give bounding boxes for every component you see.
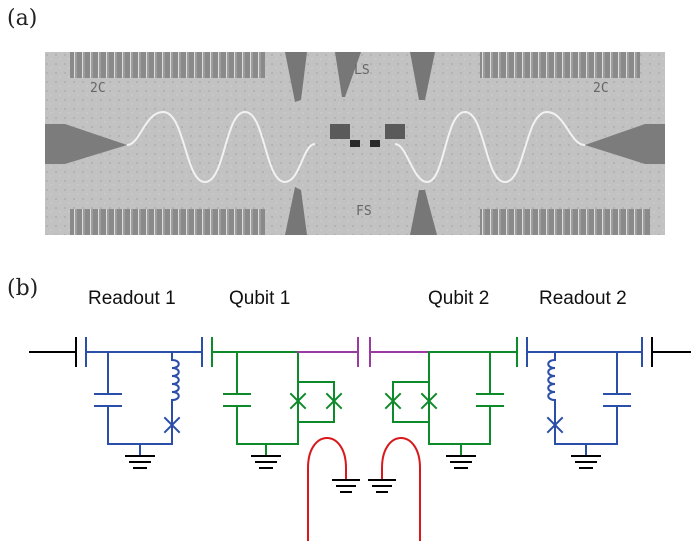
readout-2-resonator: [526, 337, 643, 455]
top-center-mark: LS: [354, 63, 370, 78]
qubit-coupler: [297, 337, 430, 367]
flux-line-2: [381, 437, 421, 541]
qubit-2-pad: [385, 124, 405, 139]
ground-symbol: [571, 455, 601, 469]
qubit-2-label: Qubit 2: [428, 288, 490, 309]
corner-mark-top-right: 2C: [593, 81, 609, 96]
qubit-1-label: Qubit 1: [229, 288, 291, 309]
output-capacitor-right: [651, 337, 691, 367]
flux-line-1: [307, 437, 347, 541]
qubit-1-circuit: [211, 351, 343, 455]
ground-symbol: [125, 455, 155, 469]
ground-symbol: [446, 455, 476, 469]
pad-array-top-right: [480, 52, 640, 78]
readout-1-label: Readout 1: [88, 288, 176, 309]
corner-mark-top-left: 2C: [90, 81, 106, 96]
right-feed-taper: [585, 124, 665, 164]
left-feed-taper: [45, 124, 127, 164]
pad-array-top-left: [70, 52, 265, 78]
readout-1-resonator: [85, 337, 203, 455]
ground-symbol: [251, 455, 281, 469]
qubit-1-pad: [330, 124, 350, 139]
ground-symbol: [368, 479, 396, 493]
readout-2-label: Readout 2: [539, 288, 627, 309]
device-micrograph: 2C 2C LS FS: [45, 52, 665, 235]
bottom-center-mark: FS: [356, 204, 372, 219]
pad-array-bottom-right: [480, 209, 650, 235]
panel-b-label: (b): [7, 276, 39, 301]
panel-a-label: (a): [7, 6, 38, 31]
input-capacitor-left: [29, 337, 77, 367]
pad-array-bottom-left: [70, 209, 265, 235]
resonator-2-meander: [394, 110, 586, 184]
qubit-2-circuit: [384, 337, 518, 455]
ground-symbol: [332, 479, 360, 493]
resonator-1-meander: [126, 110, 316, 184]
